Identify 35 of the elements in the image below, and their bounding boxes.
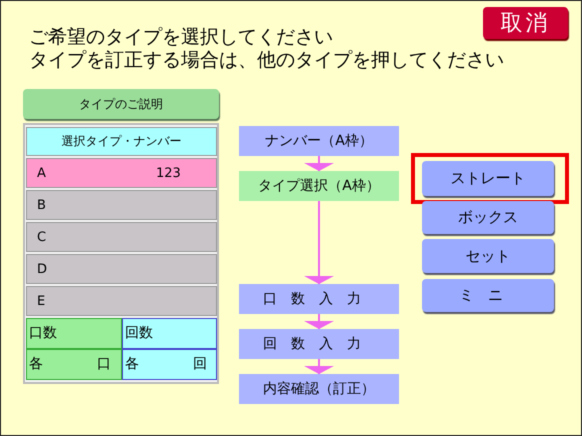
cell-text: 回 bbox=[193, 355, 208, 374]
type-help-button: タイプのご説明 bbox=[23, 89, 219, 119]
chevron-arrow bbox=[304, 359, 334, 374]
type-button: セット bbox=[422, 239, 554, 273]
step-label: ナンバー（A枠） bbox=[265, 132, 373, 150]
step-label: 口数入力 bbox=[263, 290, 375, 308]
step-label: タイプ選択（A枠） bbox=[258, 177, 380, 195]
type-button: ボックス bbox=[422, 201, 554, 234]
row-letter: C bbox=[37, 228, 48, 246]
cell-text: 回数 bbox=[125, 324, 154, 343]
chevron-arrow bbox=[304, 314, 334, 329]
chevron-arrow bbox=[304, 201, 334, 284]
step-box bbox=[239, 126, 399, 156]
row-letter: D bbox=[37, 260, 48, 278]
step-box bbox=[239, 374, 399, 404]
step-label: 回数入力 bbox=[263, 335, 375, 353]
step-label: 内容確認（訂正） bbox=[263, 380, 375, 398]
type-button: ストレート bbox=[422, 161, 554, 196]
cancel-button: 取消 bbox=[483, 7, 568, 39]
selected-number: 123 bbox=[156, 164, 182, 182]
column-header: 選択タイプ・ナンバー bbox=[26, 127, 217, 156]
cell-text: 口数 bbox=[29, 324, 58, 343]
cell-text: 口 bbox=[97, 355, 112, 374]
type-button: ミニ bbox=[422, 279, 554, 312]
instruction-text: タイプを訂正する場合は、他のタイプを押してください bbox=[29, 48, 505, 72]
cell-text: 各 bbox=[125, 355, 140, 374]
chevron-arrow bbox=[304, 156, 334, 171]
instruction-text: ご希望のタイプを選択してください bbox=[29, 25, 334, 49]
row-letter: E bbox=[37, 292, 46, 310]
row-letter: B bbox=[37, 196, 47, 214]
step-box bbox=[239, 329, 399, 359]
row-letter: A bbox=[37, 164, 47, 182]
step-box bbox=[239, 284, 399, 314]
cell-text: 各 bbox=[29, 355, 44, 374]
step-box bbox=[239, 171, 399, 201]
